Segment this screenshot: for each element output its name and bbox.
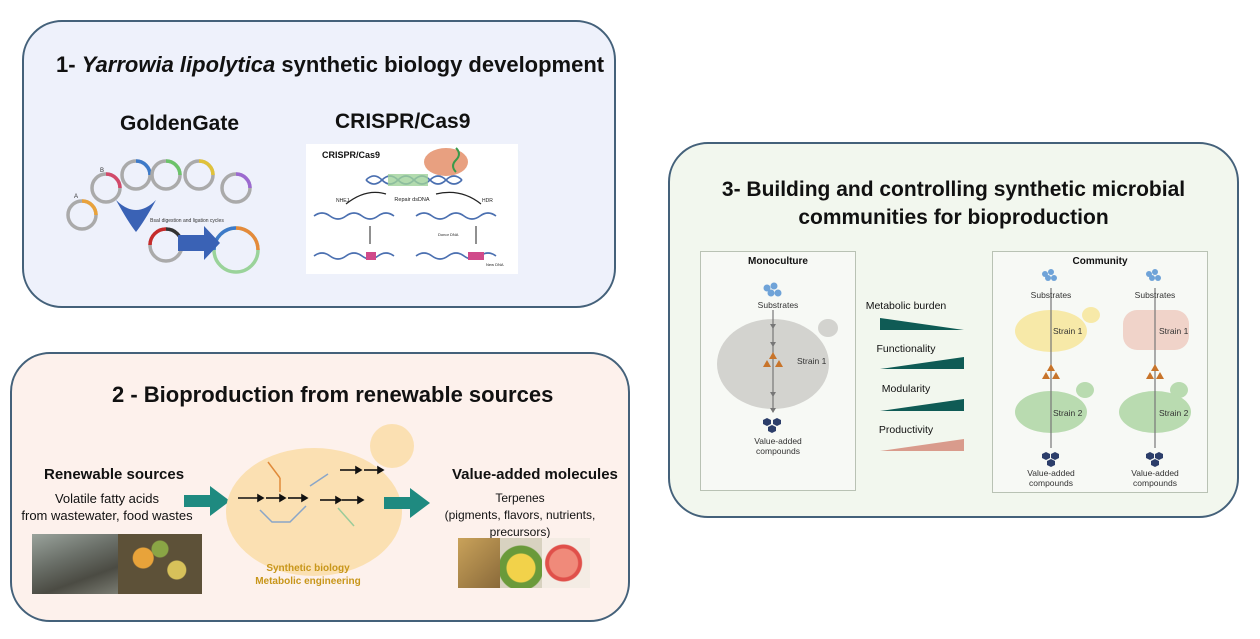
food-waste-photo bbox=[118, 534, 202, 594]
panel-synthetic-biology-development: 1- Yarrowia lipolytica synthetic biology… bbox=[22, 20, 616, 308]
monoculture-product-label: Value-added compounds bbox=[701, 436, 855, 456]
input-arrow bbox=[184, 486, 230, 516]
lemon-photo bbox=[500, 538, 542, 588]
renewable-sources-line1: Volatile fatty acids bbox=[54, 491, 160, 506]
community-strain1-label-a: Strain 1 bbox=[1053, 326, 1083, 336]
monoculture-box: Monoculture Substrates Strain 1 Value-ad… bbox=[700, 251, 856, 491]
property-functionality: Functionality bbox=[876, 343, 936, 355]
property-productivity: Productivity bbox=[878, 424, 934, 436]
goldengate-step-label: BsaI digestion and ligation cycles bbox=[150, 218, 224, 224]
community-heading: Community bbox=[1072, 256, 1128, 267]
monoculture-product-line1: Value-added bbox=[754, 436, 802, 446]
panel1-title-rest: synthetic biology development bbox=[281, 52, 605, 77]
monoculture-substrates-label: Substrates bbox=[757, 300, 799, 310]
panel2-title: 2 - Bioproduction from renewable sources bbox=[112, 382, 554, 407]
output-arrow bbox=[384, 488, 430, 518]
property-modularity: Modularity bbox=[881, 383, 931, 395]
panel3-title-line2: communities for bioproduction bbox=[798, 206, 1109, 229]
monoculture-illustration bbox=[717, 282, 838, 433]
community-strain2-label-a: Strain 2 bbox=[1053, 408, 1083, 418]
community-substrates-label-b: Substrates bbox=[1134, 290, 1176, 300]
modularity-wedge bbox=[880, 399, 964, 411]
community-strain2-label-b: Strain 2 bbox=[1159, 408, 1189, 418]
panel-bioproduction: 2 - Bioproduction from renewable sources… bbox=[10, 352, 630, 622]
productivity-wedge bbox=[880, 439, 964, 451]
community-product-b-line2: compounds bbox=[1133, 478, 1177, 488]
property-metabolic-burden: Metabolic burden bbox=[865, 300, 947, 312]
panel1-title: 1- Yarrowia lipolytica synthetic biology… bbox=[56, 52, 604, 78]
panel-synthetic-communities: 3- Building and controlling synthetic mi… bbox=[668, 142, 1239, 518]
crispr-nhej-label: NHEJ bbox=[336, 198, 350, 204]
community-product-b-line1: Value-added bbox=[1131, 468, 1179, 478]
community-product-label-b: Value-added compounds bbox=[1119, 468, 1191, 488]
value-added-heading: Value-added molecules bbox=[452, 466, 618, 483]
center-label: Synthetic biology Metabolic engineering bbox=[248, 562, 368, 588]
center-label-line1: Synthetic biology bbox=[266, 563, 350, 574]
goldengate-heading: GoldenGate bbox=[120, 112, 240, 135]
center-label-line2: Metabolic engineering bbox=[255, 576, 361, 587]
value-added-text: Terpenes (pigments, flavors, nutrients, … bbox=[422, 490, 618, 541]
community-substrates-label-a: Substrates bbox=[1030, 290, 1072, 300]
crispr-mechanism-illustration: Repair dsDNA NHEJ HDR Donor DNA New DNA bbox=[313, 147, 504, 267]
crispr-inset-title: CRISPR/Cas9 bbox=[322, 150, 381, 160]
crispr-inset: CRISPR/Cas9 Repair dsDNA NHEJ HDR Donor bbox=[306, 144, 518, 274]
panel1-number: 1- bbox=[56, 52, 76, 77]
pigment-photo bbox=[458, 538, 500, 588]
panel3-title-line1: 3- Building and controlling synthetic mi… bbox=[721, 178, 1186, 201]
renewable-sources-line2: from wastewater, food wastes bbox=[21, 508, 193, 523]
community-product-label-a: Value-added compounds bbox=[1015, 468, 1087, 488]
crispr-heading: CRISPR/Cas9 bbox=[335, 110, 471, 133]
functionality-wedge bbox=[880, 357, 964, 369]
community-product-a-line1: Value-added bbox=[1027, 468, 1075, 478]
yeast-cell-metabolism-illustration bbox=[226, 424, 414, 576]
crispr-donor-label: Donor DNA bbox=[438, 232, 459, 237]
svg-text:A: A bbox=[74, 194, 78, 200]
monoculture-heading: Monoculture bbox=[748, 256, 808, 267]
panel3-title: 3- Building and controlling synthetic mi… bbox=[670, 176, 1237, 232]
grapefruit-photo bbox=[542, 538, 590, 588]
metabolic-burden-wedge bbox=[880, 318, 964, 330]
crispr-hdr-label: HDR bbox=[482, 198, 493, 204]
value-added-line1: Terpenes bbox=[495, 491, 545, 505]
community-illustration bbox=[1015, 269, 1191, 467]
svg-text:B: B bbox=[100, 168, 104, 174]
community-strain1-label-b: Strain 1 bbox=[1159, 326, 1189, 336]
crispr-repair-label: Repair dsDNA bbox=[394, 197, 429, 203]
monoculture-product-line2: compounds bbox=[756, 446, 800, 456]
community-box: Community Substrates Substrates Strain 1… bbox=[992, 251, 1208, 493]
value-added-line2: (pigments, flavors, nutrients, precursor… bbox=[444, 508, 596, 539]
goldengate-plasmids-illustration: A B BsaI digestion and ligation cycles bbox=[66, 159, 260, 274]
renewable-sources-heading: Renewable sources bbox=[44, 466, 185, 483]
wastewater-photo bbox=[32, 534, 118, 594]
community-product-a-line2: compounds bbox=[1029, 478, 1073, 488]
renewable-sources-text: Volatile fatty acids from wastewater, fo… bbox=[18, 490, 196, 524]
crispr-new-dna-label: New DNA bbox=[486, 262, 504, 267]
panel1-title-species: Yarrowia lipolytica bbox=[81, 52, 276, 77]
monoculture-strain-label: Strain 1 bbox=[797, 356, 827, 366]
